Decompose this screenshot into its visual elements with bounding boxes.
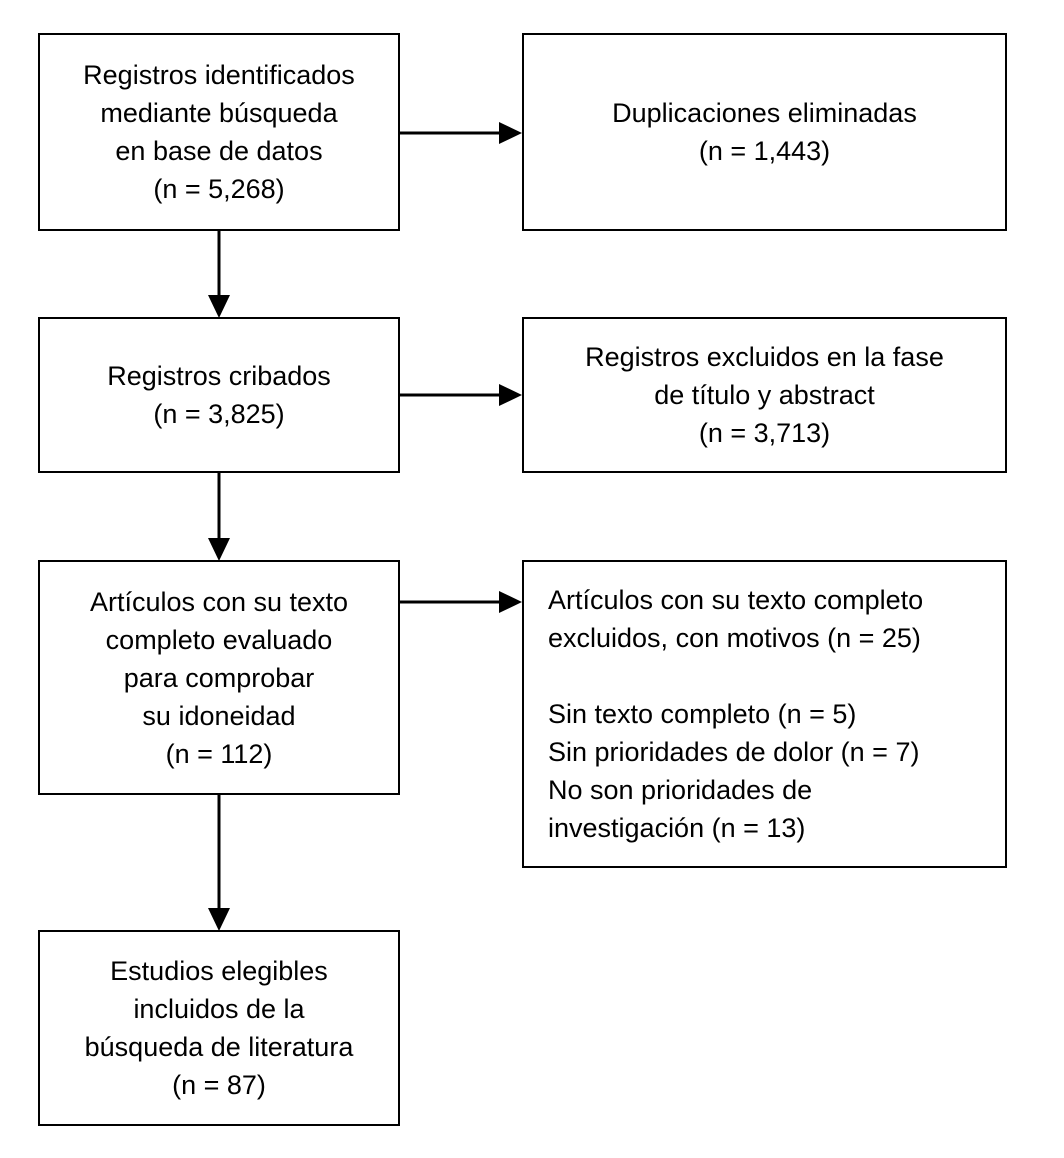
node-count: (n = 3,825) (153, 399, 285, 429)
node-line: su idoneidad (142, 700, 296, 731)
node-duplicates-removed: Duplicaciones eliminadas (n = 1,443) (522, 33, 1007, 231)
node-line: Duplicaciones eliminadas (612, 98, 917, 128)
node-records-excluded-title-abstract: Registros excluidos en la fase de título… (522, 317, 1007, 473)
node-reason-line: Sin texto completo (n = 5) (548, 699, 857, 729)
arrow-screened-to-fulltext (205, 473, 233, 562)
arrow-fulltext-to-excluded-reasons (400, 588, 524, 616)
node-fulltext-excluded-with-reasons: Artículos con su texto completo excluido… (522, 560, 1007, 868)
node-line: Estudios elegibles (110, 956, 328, 986)
node-count: excluidos, con motivos (n = 25) (548, 623, 921, 653)
node-text-block: Artículos con su texto completo evaluado… (40, 583, 398, 773)
node-line: completo evaluado (105, 624, 333, 655)
node-count: (n = 5,268) (153, 174, 285, 204)
node-text-block: Registros identificados mediante búsqued… (40, 56, 398, 208)
arrow-identified-to-duplicates (400, 119, 524, 147)
node-line: Registros excluidos en la fase (585, 342, 944, 372)
arrow-screened-to-excluded-title-abstract (400, 381, 524, 409)
node-text-block: Registros cribados (n = 3,825) (40, 357, 398, 433)
node-line: Artículos con su texto completo (548, 585, 924, 615)
node-text-block: Registros excluidos en la fase de título… (524, 338, 1005, 452)
node-records-identified: Registros identificados mediante búsqued… (38, 33, 400, 231)
node-text-block: Duplicaciones eliminadas (n = 1,443) (524, 94, 1005, 170)
node-line: de título y abstract (654, 380, 875, 410)
node-count: (n = 3,713) (698, 418, 831, 448)
node-count: (n = 87) (172, 1070, 266, 1100)
node-studies-included: Estudios elegibles incluidos de la búsqu… (38, 930, 400, 1126)
node-reason-line: investigación (n = 13) (548, 813, 806, 843)
node-line: búsqueda de literatura (84, 1032, 354, 1062)
node-line-spacer (548, 657, 1005, 695)
node-records-screened: Registros cribados (n = 3,825) (38, 317, 400, 473)
node-count: (n = 112) (165, 738, 273, 769)
node-line: para comprobar (123, 662, 315, 693)
arrow-fulltext-to-included (205, 795, 233, 932)
node-line: Artículos con su texto (89, 586, 349, 617)
node-reason-line: Sin prioridades de dolor (n = 7) (548, 737, 920, 767)
node-count: (n = 1,443) (698, 136, 831, 166)
node-line: Registros cribados (107, 361, 331, 391)
node-fulltext-assessed: Artículos con su texto completo evaluado… (38, 560, 400, 795)
node-line: mediante búsqueda (100, 98, 338, 128)
node-line: incluidos de la (133, 994, 305, 1024)
arrow-identified-to-screened (205, 231, 233, 319)
node-reason-line: No son prioridades de (548, 775, 813, 805)
node-line: en base de datos (115, 136, 323, 166)
node-text-block: Artículos con su texto completo excluido… (524, 581, 1005, 847)
node-text-block: Estudios elegibles incluidos de la búsqu… (40, 952, 398, 1104)
node-line: Registros identificados (83, 60, 355, 90)
